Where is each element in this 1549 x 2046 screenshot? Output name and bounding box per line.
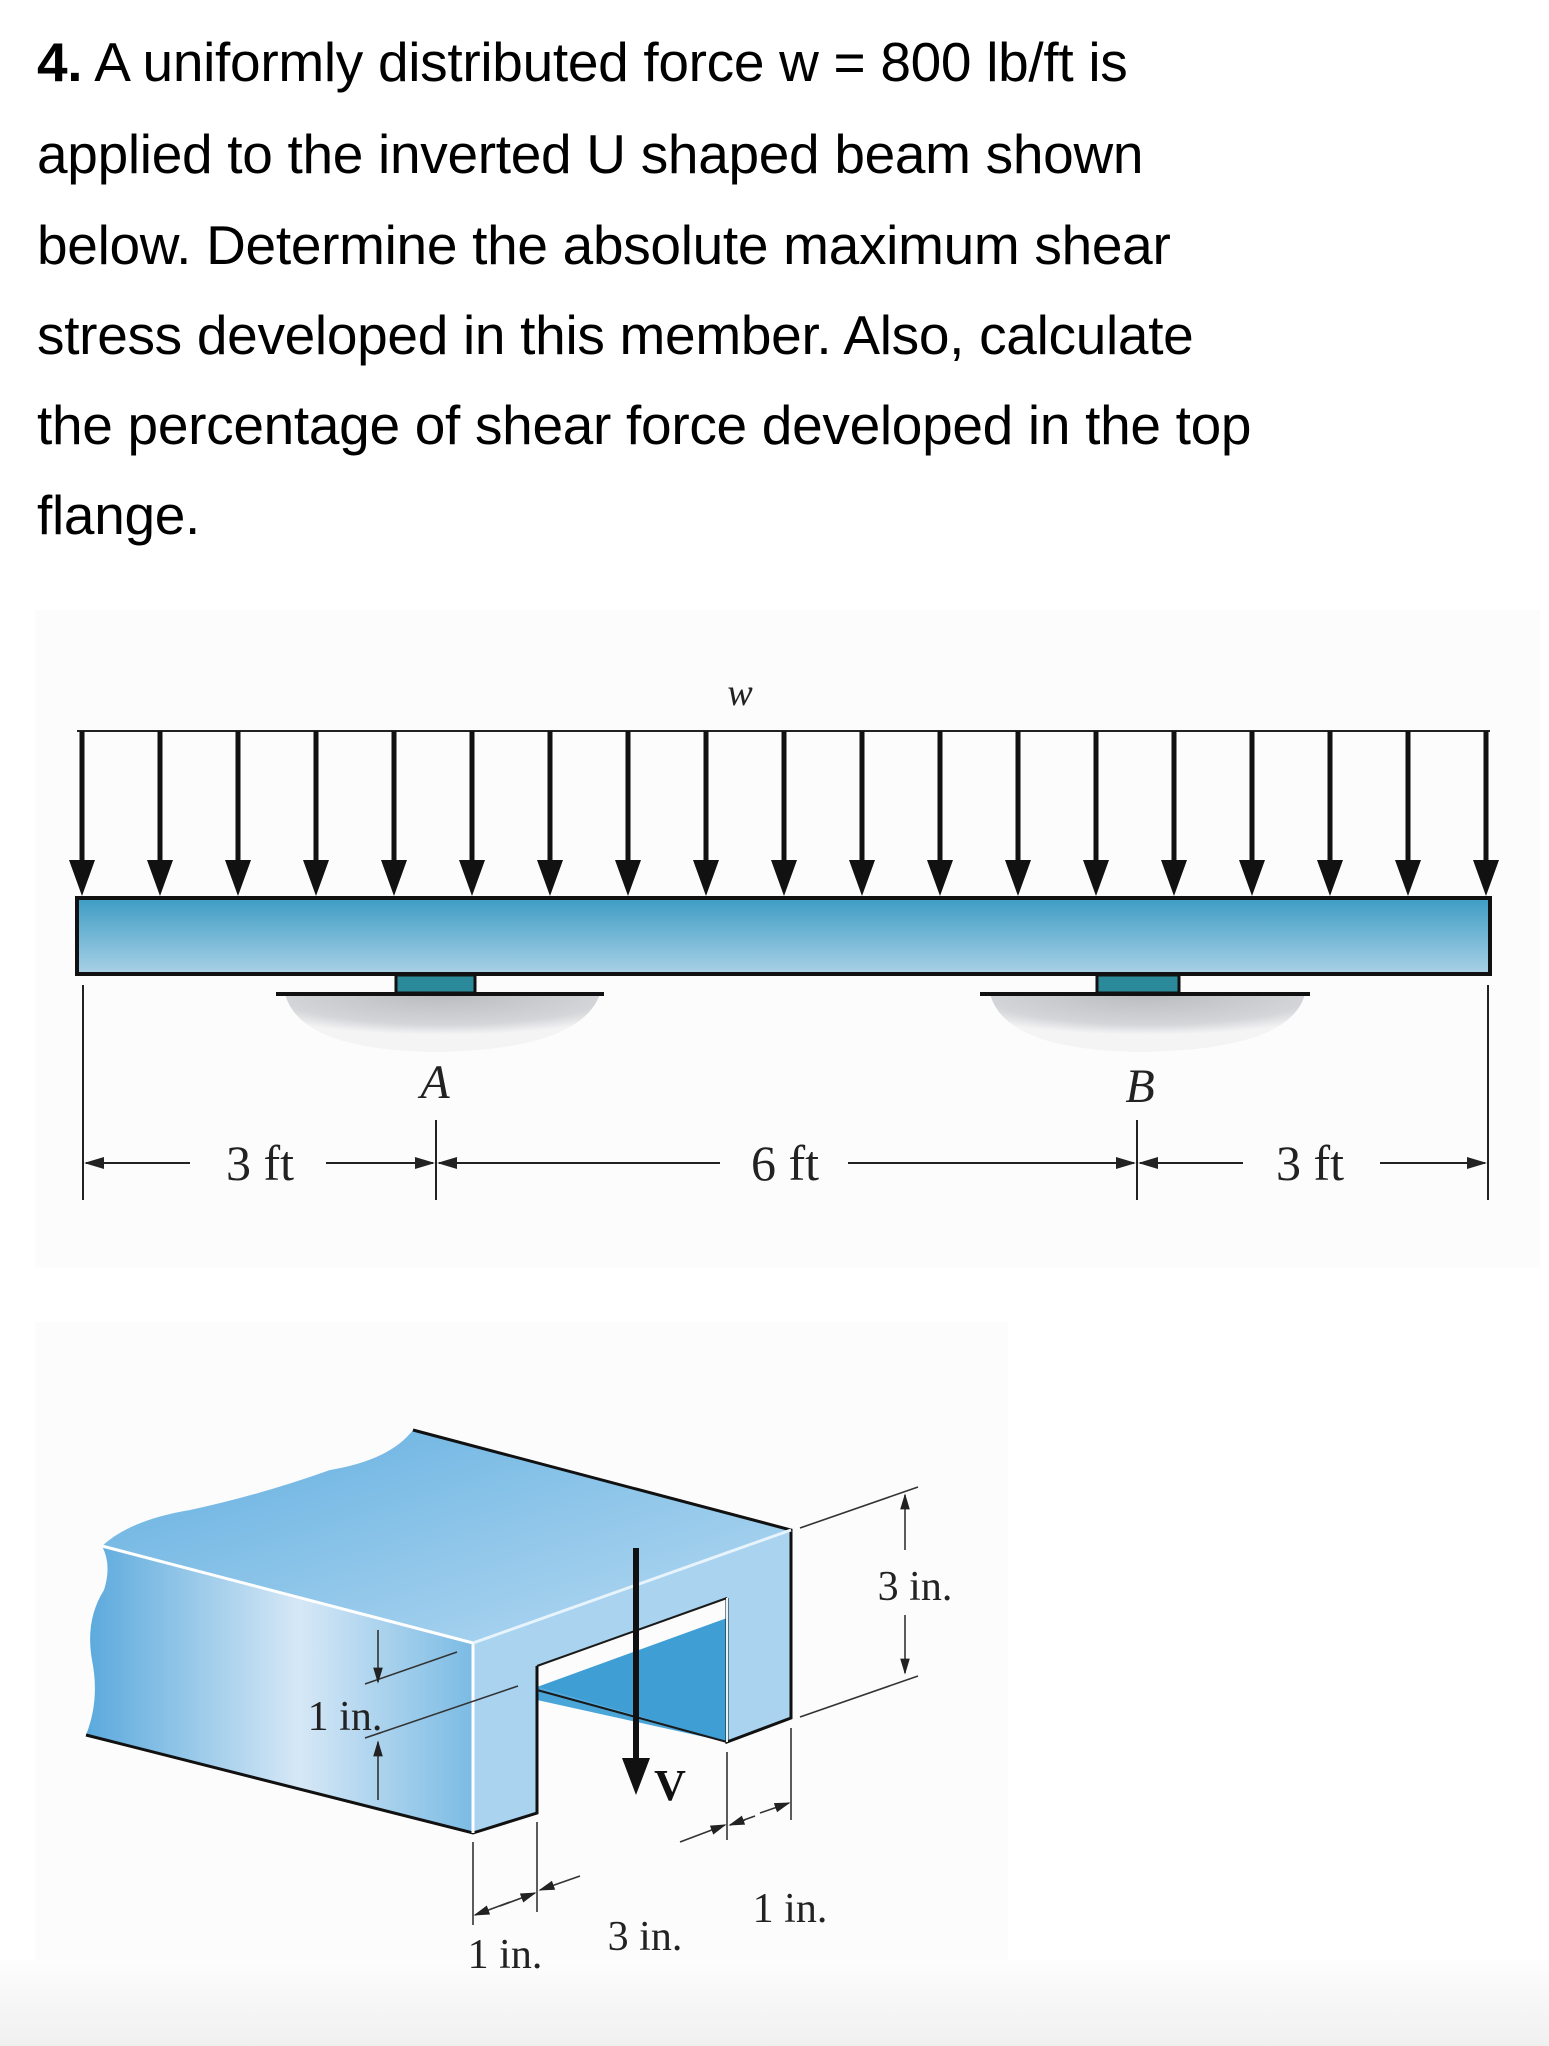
down-arrow-icon	[147, 860, 173, 896]
down-arrow-icon	[693, 860, 719, 896]
down-arrow-icon	[303, 860, 329, 896]
span-dimensions	[82, 985, 1489, 1200]
down-arrow-icon	[69, 860, 95, 896]
beam	[75, 896, 1492, 976]
shear-label-v: V	[654, 1761, 686, 1810]
down-arrow-icon	[1005, 860, 1031, 896]
down-arrow-icon	[771, 860, 797, 896]
problem-line-5: the percentage of shear force developed …	[37, 394, 1252, 456]
problem-line-3: below. Determine the absolute maximum sh…	[37, 214, 1171, 276]
support-a-label: A	[417, 1056, 450, 1109]
down-arrow-icon	[537, 860, 563, 896]
down-arrow-icon	[1473, 860, 1499, 896]
problem-line-6: flange.	[37, 484, 201, 546]
down-arrow-icon	[1395, 860, 1421, 896]
distributed-load	[69, 730, 1499, 896]
problem-line-2: applied to the inverted U shaped beam sh…	[37, 123, 1144, 185]
u-section-diagram	[85, 1428, 793, 1835]
page-bottom-band	[0, 1960, 1549, 2046]
shear-force-arrow	[622, 1548, 650, 1795]
down-arrow-icon	[381, 860, 407, 896]
down-arrow-icon	[615, 860, 641, 896]
dimension-left-overhang: 3 ft	[226, 1135, 294, 1191]
dim-label-right-web-1in: 1 in.	[753, 1886, 828, 1932]
problem-line-1: 4. A uniformly distributed force w = 800…	[37, 31, 1128, 93]
dimension-main-span: 6 ft	[751, 1135, 819, 1191]
down-arrow-icon	[459, 860, 485, 896]
dimension-right-overhang: 3 ft	[1276, 1135, 1344, 1191]
load-label-w: w	[727, 672, 753, 714]
support-b-label: B	[1125, 1060, 1154, 1113]
support-a	[276, 973, 604, 1052]
problem-number: 4.	[37, 31, 83, 93]
dim-label-height-3in: 3 in.	[878, 1564, 953, 1610]
down-arrow-icon	[849, 860, 875, 896]
section-dimensions	[364, 1486, 919, 1925]
dim-label-gap-3in: 3 in.	[608, 1914, 683, 1960]
down-arrow-icon	[1083, 860, 1109, 896]
problem-line-4: stress developed in this member. Also, c…	[37, 304, 1194, 366]
flange-underside	[537, 1618, 727, 1742]
down-arrow-icon	[1239, 860, 1265, 896]
down-arrow-icon	[927, 860, 953, 896]
support-b	[980, 973, 1310, 1052]
down-arrow-icon	[1317, 860, 1343, 896]
down-arrow-icon	[225, 860, 251, 896]
load-arrows	[69, 731, 1499, 896]
ground-icon	[990, 994, 1305, 1052]
ground-icon	[285, 994, 600, 1052]
dim-label-left-web-1in: 1 in.	[468, 1932, 543, 1978]
dim-label-flange-1in: 1 in.	[308, 1694, 383, 1740]
down-arrow-icon	[1161, 860, 1187, 896]
